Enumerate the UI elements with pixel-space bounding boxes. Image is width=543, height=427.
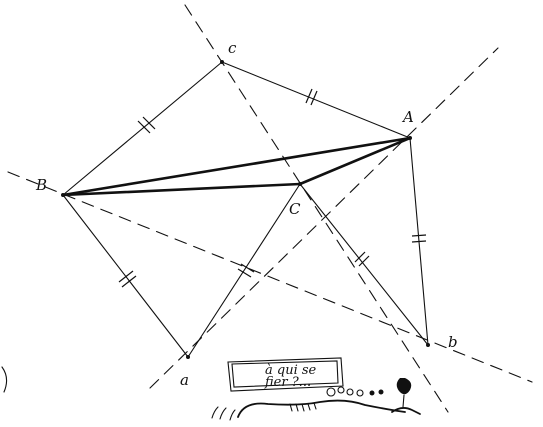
segment-B-a	[62, 194, 189, 358]
tick-marks-c-A	[305, 88, 318, 106]
dashed-line-B-through-b	[7, 171, 533, 383]
tick-marks-B-a	[118, 270, 137, 288]
point-c-dot	[220, 60, 224, 64]
tick-marks-A-b	[411, 234, 427, 243]
caption-box: à qui se fier ?...	[227, 357, 344, 392]
tick-marks-B-c	[137, 116, 156, 134]
point-b-dot	[426, 343, 430, 347]
segment-C-b	[299, 183, 429, 346]
segment-c-A	[221, 61, 411, 139]
caption-line-2: fier ?...	[264, 375, 311, 390]
label-B: B	[35, 176, 47, 194]
dashed-line-a-through-A	[149, 47, 499, 389]
doodle-creature-icon	[211, 378, 421, 421]
dashed-line-c-to-b	[184, 4, 449, 413]
label-A: A	[401, 108, 414, 126]
label-b: b	[448, 333, 458, 351]
left-edge-bracket	[1, 366, 8, 393]
point-C-dot	[298, 182, 302, 186]
tick-marks-C-b	[354, 251, 370, 267]
segment-A-B-thick	[61, 136, 412, 197]
label-c: c	[228, 39, 237, 57]
caption-line-1: à qui se	[265, 363, 317, 378]
point-A-dot	[408, 136, 412, 140]
segment-C-A-thick	[298, 136, 412, 186]
point-a-dot	[186, 355, 190, 359]
segment-B-c	[62, 61, 223, 196]
tick-marks-a-C	[237, 263, 255, 278]
segment-a-C	[187, 183, 301, 358]
segment-B-C-thick	[61, 182, 302, 197]
label-C: C	[289, 200, 301, 218]
point-B-dot	[61, 193, 65, 197]
label-a: a	[180, 371, 189, 389]
